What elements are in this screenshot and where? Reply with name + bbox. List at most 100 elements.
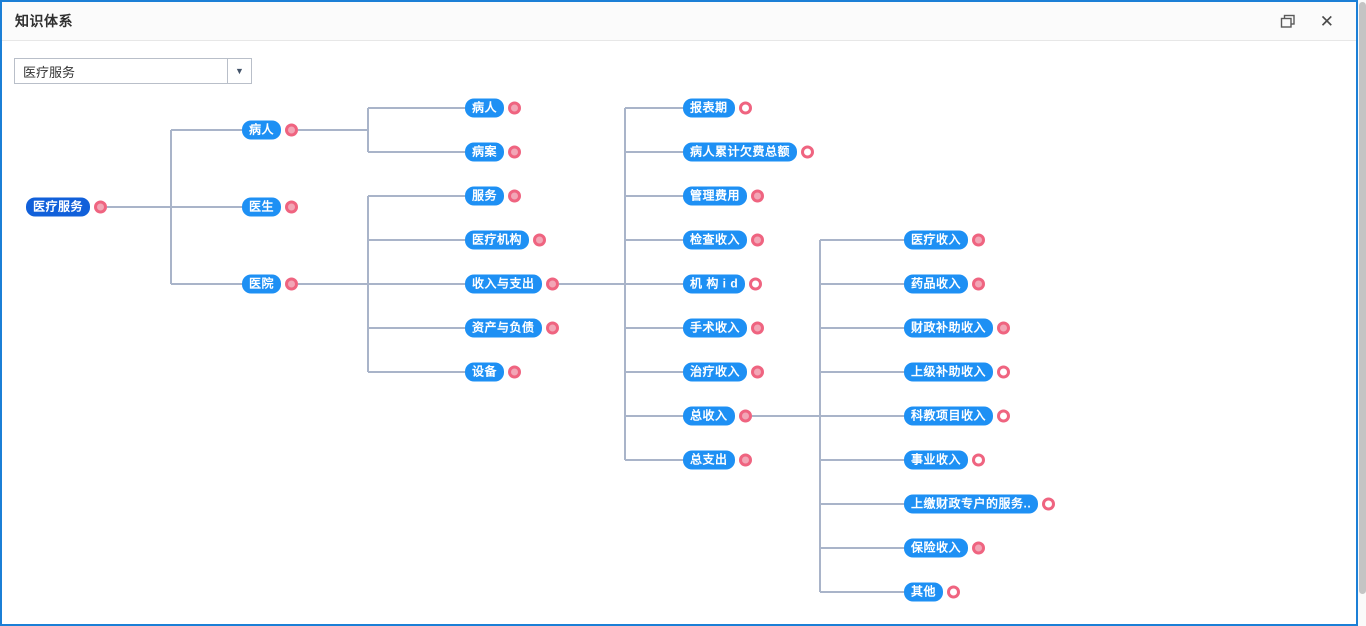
tree-node[interactable]: 总收入 — [683, 406, 752, 426]
tree-node-label[interactable]: 报表期 — [683, 98, 735, 118]
node-expander-dot[interactable] — [508, 145, 522, 159]
tree-node[interactable]: 设备 — [465, 362, 522, 382]
page-scrollbar[interactable] — [1358, 0, 1366, 626]
node-expander-dot[interactable] — [751, 321, 765, 335]
node-expander-dot[interactable] — [94, 200, 108, 214]
tree-node[interactable]: 其他 — [904, 582, 961, 602]
node-expander-dot[interactable] — [801, 145, 815, 159]
node-expander-dot[interactable] — [285, 123, 299, 137]
tree-node-label[interactable]: 病案 — [465, 142, 505, 162]
tree-node[interactable]: 管理费用 — [683, 186, 765, 206]
node-expander-dot[interactable] — [508, 101, 522, 115]
node-expander-dot[interactable] — [947, 585, 961, 599]
tree-node-label[interactable]: 医院 — [242, 274, 282, 294]
node-expander-dot[interactable] — [997, 409, 1011, 423]
tree-node-label[interactable]: 上缴财政专户的服务.. — [904, 494, 1039, 514]
node-expander-dot[interactable] — [972, 233, 986, 247]
tree-node-label[interactable]: 机 构 i d — [683, 274, 746, 294]
tree-node-label[interactable]: 财政补助收入 — [904, 318, 994, 338]
tree-node[interactable]: 医疗服务 — [26, 197, 108, 217]
tree-node-label[interactable]: 病人 — [465, 98, 505, 118]
tree-node[interactable]: 病人 — [242, 120, 299, 140]
tree-node[interactable]: 检查收入 — [683, 230, 765, 250]
tree-node-label[interactable]: 总支出 — [683, 450, 735, 470]
tree-node-label[interactable]: 医疗收入 — [904, 230, 969, 250]
node-expander-dot[interactable] — [751, 365, 765, 379]
window-title: 知识体系 — [15, 13, 73, 29]
tree-node[interactable]: 医疗机构 — [465, 230, 547, 250]
node-expander-dot[interactable] — [1042, 497, 1056, 511]
node-expander-dot[interactable] — [285, 277, 299, 291]
restore-window-icon[interactable] — [1280, 14, 1296, 29]
tree-node[interactable]: 医院 — [242, 274, 299, 294]
knowledge-select[interactable]: 医疗服务 ▼ — [14, 58, 252, 84]
tree-node-label[interactable]: 保险收入 — [904, 538, 969, 558]
tree-node[interactable]: 财政补助收入 — [904, 318, 1011, 338]
node-expander-dot[interactable] — [972, 277, 986, 291]
node-expander-dot[interactable] — [738, 101, 752, 115]
node-expander-dot[interactable] — [997, 321, 1011, 335]
node-expander-dot[interactable] — [972, 541, 986, 555]
tree-node[interactable]: 机 构 i d — [683, 274, 763, 294]
node-expander-dot[interactable] — [751, 233, 765, 247]
tree-node[interactable]: 手术收入 — [683, 318, 765, 338]
tree-node-label[interactable]: 收入与支出 — [465, 274, 542, 294]
node-expander-dot[interactable] — [545, 277, 559, 291]
tree-node[interactable]: 上缴财政专户的服务.. — [904, 494, 1056, 514]
tree-node-label[interactable]: 病人 — [242, 120, 282, 140]
tree-node[interactable]: 医生 — [242, 197, 299, 217]
tree-node-label[interactable]: 上级补助收入 — [904, 362, 994, 382]
scrollbar-thumb[interactable] — [1358, 2, 1366, 594]
tree-node[interactable]: 治疗收入 — [683, 362, 765, 382]
node-expander-dot[interactable] — [533, 233, 547, 247]
tree-node[interactable]: 药品收入 — [904, 274, 986, 294]
tree-node[interactable]: 科教项目收入 — [904, 406, 1011, 426]
tree-node[interactable]: 资产与负债 — [465, 318, 559, 338]
tree-node-label[interactable]: 总收入 — [683, 406, 735, 426]
tree-node-label[interactable]: 服务 — [465, 186, 505, 206]
node-expander-dot[interactable] — [285, 200, 299, 214]
node-expander-dot[interactable] — [997, 365, 1011, 379]
node-expander-dot[interactable] — [738, 409, 752, 423]
tree-node[interactable]: 服务 — [465, 186, 522, 206]
tree-node[interactable]: 事业收入 — [904, 450, 986, 470]
tree-node[interactable]: 保险收入 — [904, 538, 986, 558]
tree-node-label[interactable]: 医疗机构 — [465, 230, 530, 250]
tree-node[interactable]: 病案 — [465, 142, 522, 162]
node-expander-dot[interactable] — [972, 453, 986, 467]
chevron-down-icon[interactable]: ▼ — [227, 58, 252, 84]
tree-node-label[interactable]: 设备 — [465, 362, 505, 382]
node-expander-dot[interactable] — [545, 321, 559, 335]
tree-node-label[interactable]: 治疗收入 — [683, 362, 748, 382]
tree-node[interactable]: 上级补助收入 — [904, 362, 1011, 382]
node-expander-dot[interactable] — [508, 365, 522, 379]
node-expander-dot[interactable] — [508, 189, 522, 203]
tree-node-label[interactable]: 手术收入 — [683, 318, 748, 338]
node-expander-dot[interactable] — [749, 277, 763, 291]
tree-node-label[interactable]: 药品收入 — [904, 274, 969, 294]
tree-node-label[interactable]: 医疗服务 — [26, 197, 91, 217]
tree-node-label[interactable]: 资产与负债 — [465, 318, 542, 338]
tree-node-label[interactable]: 其他 — [904, 582, 944, 602]
knowledge-select-value[interactable]: 医疗服务 — [14, 58, 227, 84]
tree-node[interactable]: 报表期 — [683, 98, 752, 118]
tree-node[interactable]: 总支出 — [683, 450, 752, 470]
node-expander-dot[interactable] — [738, 453, 752, 467]
tree-node-label[interactable]: 科教项目收入 — [904, 406, 994, 426]
tree-node-label[interactable]: 管理费用 — [683, 186, 748, 206]
tree-node[interactable]: 病人 — [465, 98, 522, 118]
window-controls: ✕ — [1280, 13, 1356, 30]
tree-node-label[interactable]: 病人累计欠费总额 — [683, 142, 798, 162]
tree-node-label[interactable]: 事业收入 — [904, 450, 969, 470]
close-icon[interactable]: ✕ — [1319, 11, 1334, 31]
tree-node-label[interactable]: 检查收入 — [683, 230, 748, 250]
node-expander-dot[interactable] — [751, 189, 765, 203]
tree-node[interactable]: 病人累计欠费总额 — [683, 142, 815, 162]
tree-node-label[interactable]: 医生 — [242, 197, 282, 217]
tree-node[interactable]: 收入与支出 — [465, 274, 559, 294]
tree-node[interactable]: 医疗收入 — [904, 230, 986, 250]
